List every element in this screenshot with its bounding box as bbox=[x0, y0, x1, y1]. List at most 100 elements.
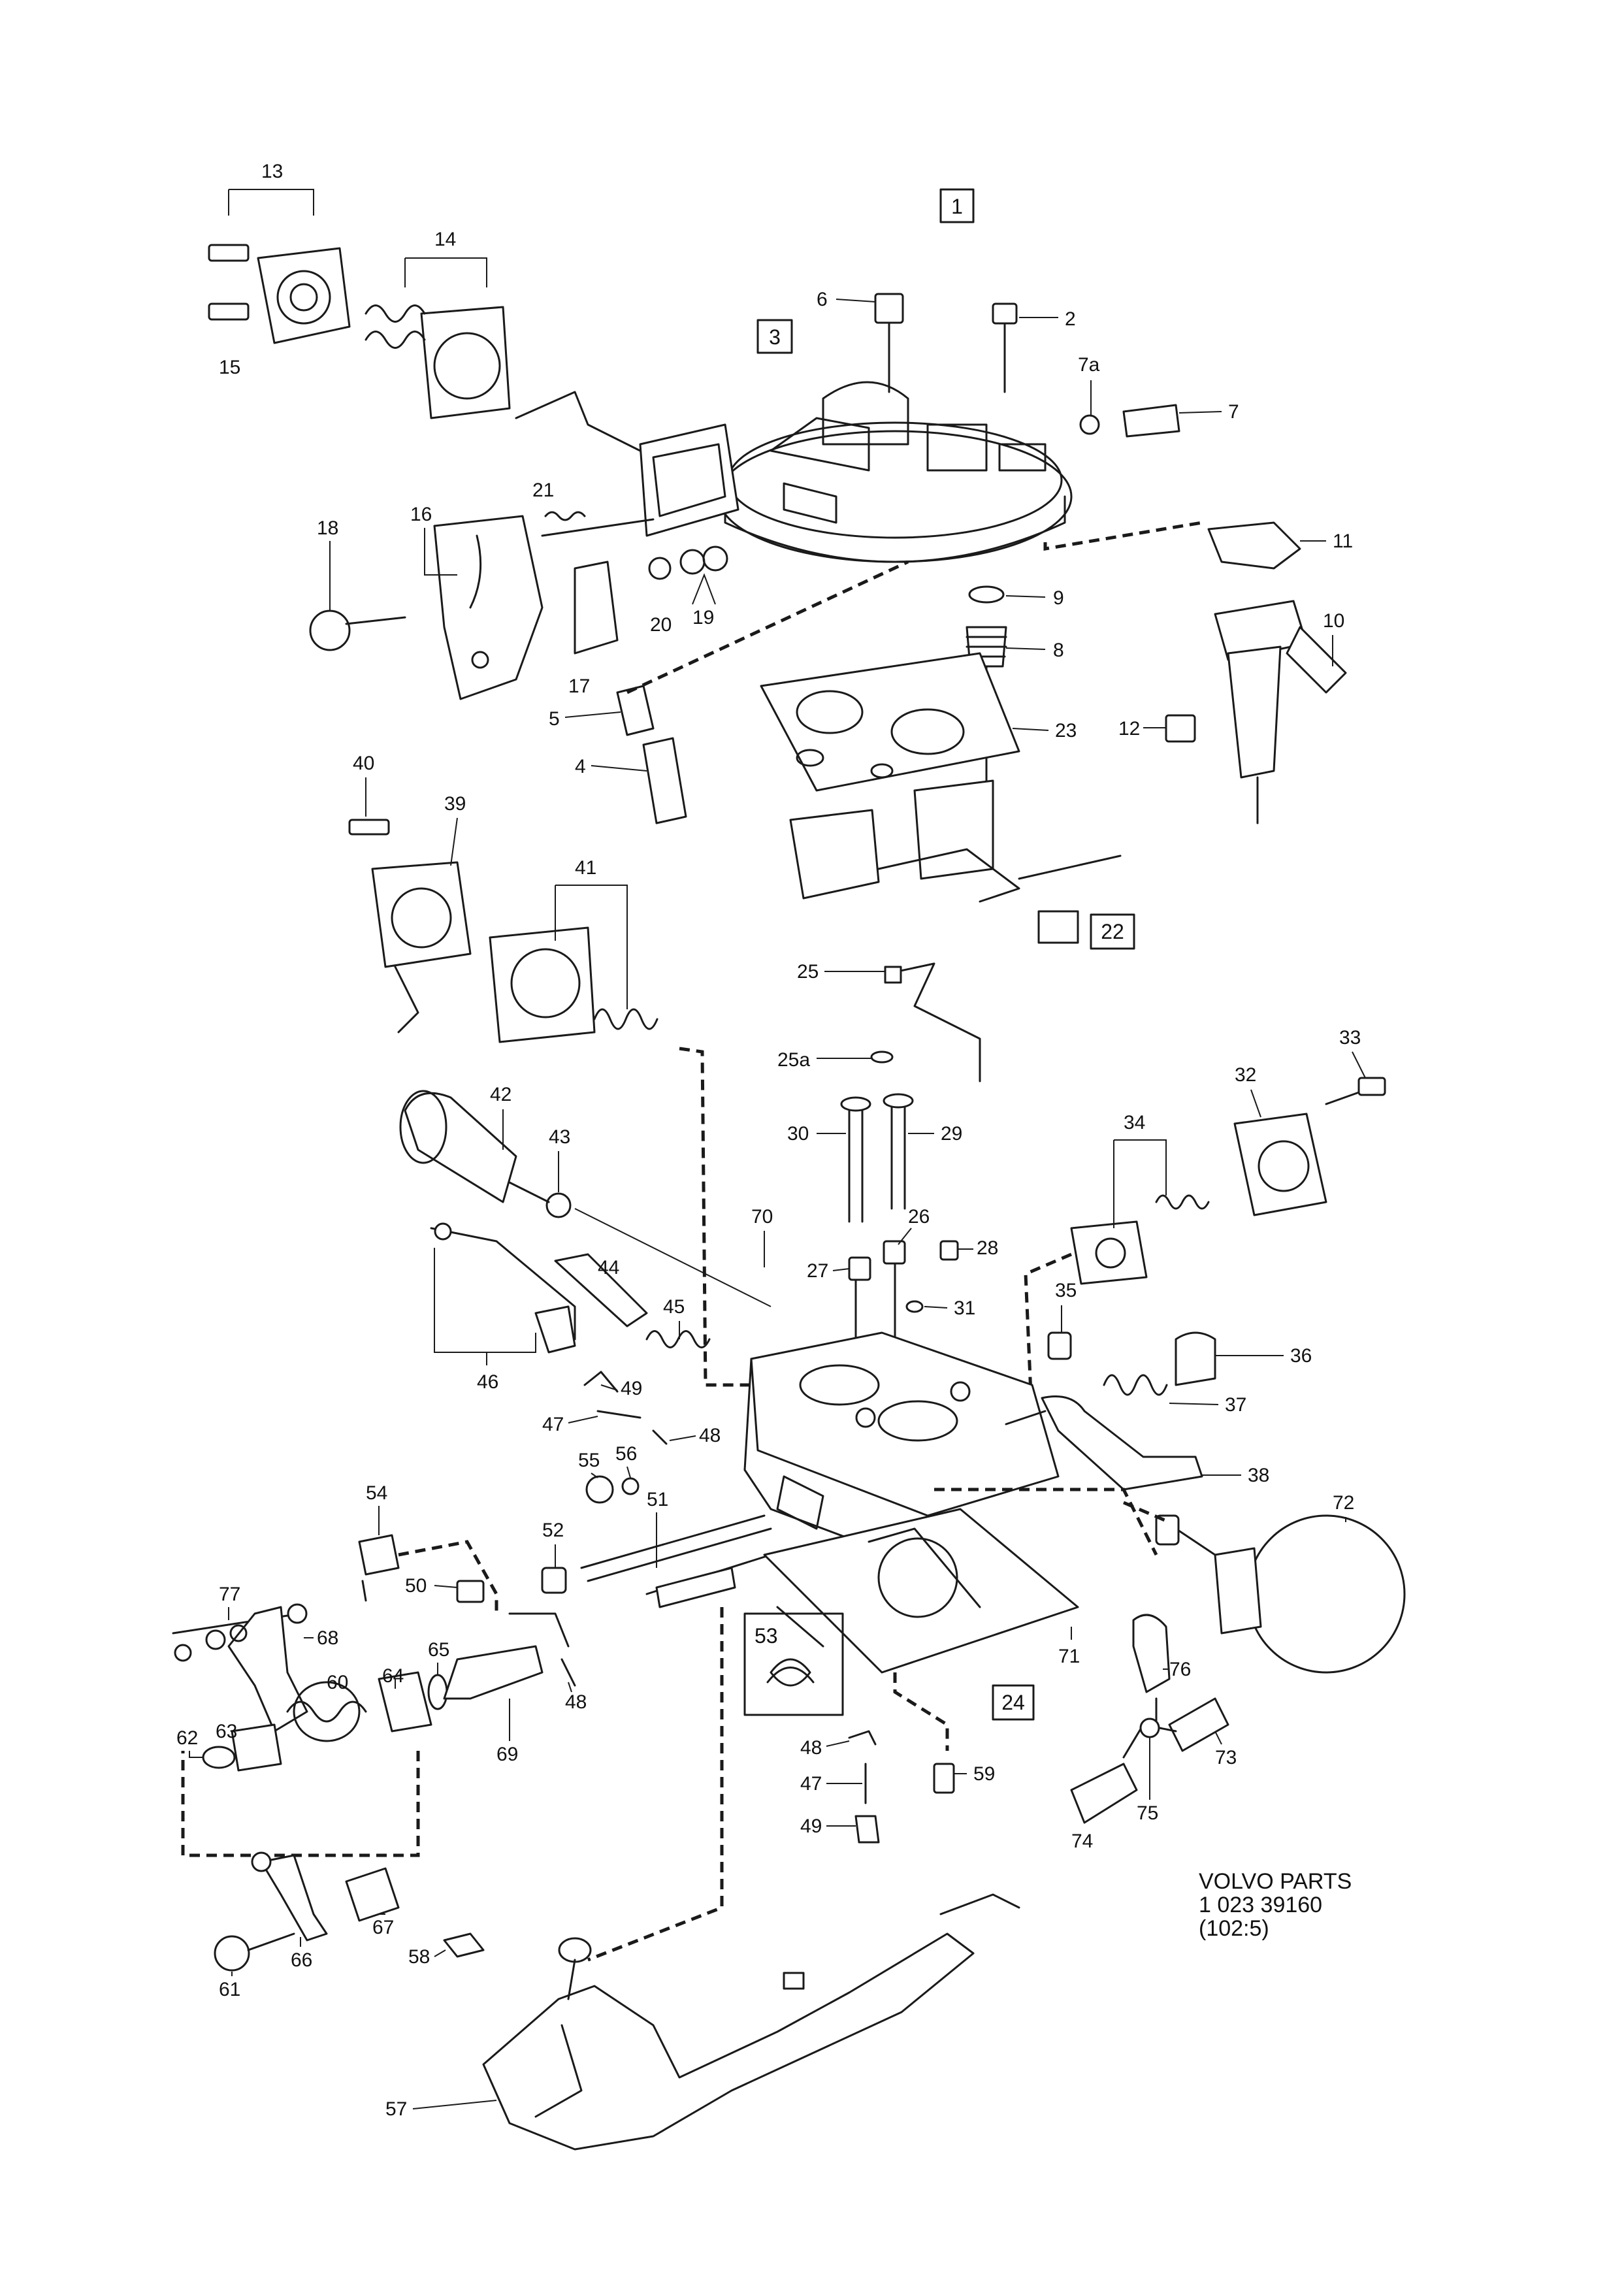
solenoid-42-43 bbox=[399, 1090, 771, 1307]
choke-linkage-44-47 bbox=[430, 1222, 711, 1504]
callout-41: 41 bbox=[575, 857, 596, 879]
callout-34: 34 bbox=[1124, 1112, 1145, 1133]
callout-51: 51 bbox=[647, 1489, 668, 1510]
callout-19: 19 bbox=[692, 607, 714, 628]
callout-20: 20 bbox=[650, 614, 672, 636]
top-cover-assembly bbox=[515, 381, 1073, 563]
callout-69: 69 bbox=[496, 1744, 518, 1765]
callout-47: 47 bbox=[542, 1414, 564, 1435]
choke-diaphragm-14 bbox=[365, 304, 511, 419]
callout-36: 36 bbox=[1290, 1345, 1312, 1367]
boxed-ref-24: 24 bbox=[1001, 1691, 1025, 1714]
callout-15: 15 bbox=[219, 357, 240, 378]
vacuum-unit-72 bbox=[1123, 1501, 1406, 1674]
choke-lever-group-60-68 bbox=[172, 1603, 448, 1972]
callout-12: 12 bbox=[1118, 718, 1140, 740]
footer-section-code: (102:5) bbox=[1199, 1916, 1269, 1941]
callout-71: 71 bbox=[1058, 1646, 1080, 1667]
throttle-lever-57-58 bbox=[443, 1893, 1020, 2151]
lever-parts-54-69 bbox=[358, 1534, 576, 1700]
callout-72: 72 bbox=[1333, 1492, 1354, 1514]
pump-plunger-4-5 bbox=[616, 560, 909, 824]
callout-5: 5 bbox=[549, 708, 560, 730]
callout-2: 2 bbox=[1065, 308, 1076, 330]
callout-68: 68 bbox=[317, 1627, 338, 1649]
callout-57: 57 bbox=[385, 2098, 407, 2120]
callout-48b: 48 bbox=[565, 1691, 587, 1713]
boxed-ref-3: 3 bbox=[769, 325, 781, 349]
throttle-bracket-22 bbox=[789, 779, 1122, 944]
callout-10: 10 bbox=[1323, 610, 1344, 632]
enrichment-diaphragm-39-41 bbox=[348, 819, 764, 1387]
boxed-ref-1: 1 bbox=[951, 195, 963, 218]
callout-11: 11 bbox=[1333, 530, 1353, 552]
callout-35: 35 bbox=[1055, 1280, 1077, 1301]
callout-8: 8 bbox=[1053, 640, 1064, 661]
callout-52: 52 bbox=[542, 1520, 564, 1541]
solenoid-body-10-11-12 bbox=[1043, 521, 1347, 824]
callout-7: 7 bbox=[1228, 401, 1239, 423]
callout-17: 17 bbox=[568, 675, 590, 697]
callout-21: 21 bbox=[532, 480, 554, 501]
callout-45: 45 bbox=[663, 1296, 685, 1318]
gasket-23 bbox=[760, 652, 1020, 792]
callout-40: 40 bbox=[353, 753, 374, 774]
callout-74: 74 bbox=[1071, 1831, 1093, 1852]
vacuum-hoses-73-76 bbox=[1070, 1614, 1229, 1824]
callout-62: 62 bbox=[176, 1727, 198, 1749]
callout-61: 61 bbox=[219, 1979, 240, 2000]
callout-6: 6 bbox=[817, 289, 828, 310]
callout-4: 4 bbox=[575, 756, 586, 777]
callout-58: 58 bbox=[408, 1946, 430, 1968]
throttle-shaft-50-52 bbox=[398, 1514, 772, 1614]
callout-29: 29 bbox=[941, 1123, 962, 1145]
callout-13: 13 bbox=[261, 161, 283, 182]
callout-25: 25 bbox=[797, 961, 819, 983]
lower-small-parts bbox=[848, 1730, 955, 1844]
callout-65: 65 bbox=[428, 1639, 449, 1661]
callout-42: 42 bbox=[490, 1084, 512, 1105]
callout-23: 23 bbox=[1055, 720, 1077, 741]
callout-77: 77 bbox=[219, 1584, 240, 1605]
callout-55: 55 bbox=[578, 1450, 600, 1471]
callout-25a: 25a bbox=[777, 1049, 810, 1071]
throttle-linkage-35-38 bbox=[1005, 1331, 1216, 1491]
callout-39: 39 bbox=[444, 793, 466, 815]
callout-50: 50 bbox=[405, 1575, 427, 1597]
callout-48: 48 bbox=[699, 1425, 721, 1446]
footer-part-number: 1 023 39160 bbox=[1199, 1893, 1323, 1917]
callout-59: 59 bbox=[973, 1763, 995, 1785]
callout-37: 37 bbox=[1225, 1394, 1246, 1416]
callout-43: 43 bbox=[549, 1126, 570, 1148]
callout-67: 67 bbox=[372, 1917, 394, 1938]
callout-63: 63 bbox=[216, 1721, 237, 1742]
callout-44: 44 bbox=[598, 1257, 619, 1278]
callout-75: 75 bbox=[1137, 1802, 1158, 1824]
callout-60: 60 bbox=[327, 1672, 348, 1693]
callout-33: 33 bbox=[1339, 1027, 1361, 1049]
callout-7a: 7a bbox=[1078, 354, 1100, 376]
fast-idle-lever-16 bbox=[309, 511, 728, 700]
callout-32: 32 bbox=[1235, 1064, 1256, 1086]
callout-54: 54 bbox=[366, 1482, 387, 1504]
callout-14: 14 bbox=[434, 229, 456, 250]
callout-31: 31 bbox=[954, 1297, 975, 1319]
pump-cover-32-34 bbox=[960, 1077, 1386, 1433]
footer-brand: VOLVO PARTS bbox=[1199, 1869, 1352, 1894]
callout-16: 16 bbox=[410, 504, 432, 525]
callout-73: 73 bbox=[1215, 1747, 1237, 1768]
spring-53-box bbox=[587, 1607, 844, 1962]
callout-labels: 13 14 15 6 2 7a 7 21 16 18 20 19 17 11 9… bbox=[176, 161, 1366, 2120]
callout-70: 70 bbox=[751, 1206, 773, 1228]
callout-49: 49 bbox=[621, 1378, 642, 1399]
callout-48c: 48 bbox=[800, 1737, 822, 1759]
jets-and-rods-25-31 bbox=[840, 962, 981, 1425]
callout-46: 46 bbox=[477, 1371, 498, 1393]
callout-66: 66 bbox=[291, 1949, 312, 1971]
part-reference-footer: VOLVO PARTS 1 023 39160 (102:5) bbox=[1199, 1870, 1352, 1940]
callout-47b: 47 bbox=[800, 1773, 822, 1795]
main-body bbox=[743, 1331, 1060, 1569]
callout-28: 28 bbox=[977, 1237, 998, 1259]
top-fittings bbox=[874, 293, 1180, 438]
